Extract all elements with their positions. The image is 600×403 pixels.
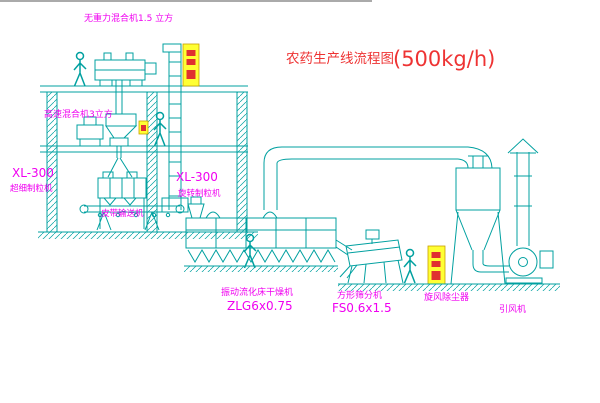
label-granulator-center-name: 旋转制粒机	[178, 188, 221, 199]
label-sieve-name: 方形筛分机	[337, 289, 382, 301]
exhaust-stack	[507, 138, 539, 246]
fluid-bed-dryer	[184, 196, 353, 272]
sieve-outlet	[339, 264, 358, 279]
dryer-dome	[205, 211, 221, 219]
label-dryer-name: 振动流化床干燥机	[221, 286, 293, 298]
mixer-motor	[144, 62, 157, 75]
y-split-pipe	[107, 157, 133, 178]
label-gravity-mixer: 无重力混合机1.5 立方	[84, 12, 173, 24]
building-frame	[38, 85, 258, 239]
label-high-speed-mixer: 高速混合机3立方	[44, 108, 113, 120]
mid-granulator-feed	[105, 113, 138, 178]
rotary-granulator	[97, 171, 147, 229]
sieve-motor	[365, 229, 380, 240]
induced-draft-fan	[505, 247, 554, 284]
right-ground	[338, 283, 560, 291]
worker-figure	[403, 248, 417, 284]
control-panel-right	[427, 245, 446, 285]
cyclone-separator	[450, 155, 509, 285]
dryer-dome	[262, 211, 278, 219]
square-sieve	[339, 229, 404, 284]
cyclone-legs	[450, 211, 506, 285]
control-panel-top	[182, 43, 200, 87]
fan-motor	[539, 250, 554, 269]
dryer-outlet-chute	[335, 239, 353, 256]
label-dryer-model: ZLG6x0.75	[227, 299, 293, 313]
label-granulator-left-model: XL-300	[12, 166, 54, 180]
gravity-mixer	[94, 52, 157, 114]
diagram-title: 农药生产线流程图	[286, 51, 394, 67]
column-hatched	[146, 91, 158, 233]
label-sieve-model: FS0.6x1.5	[332, 301, 392, 315]
label-granulator-center-model: XL-300	[176, 170, 218, 184]
ground-hatch	[38, 232, 258, 239]
bucket-elevator	[161, 43, 189, 213]
belt-conveyor	[79, 204, 185, 231]
control-panel-small	[138, 120, 149, 135]
dryer-inlet-hopper	[187, 203, 205, 219]
diagram-capacity: (500kg/h)	[393, 47, 495, 71]
vibration-springs	[187, 249, 336, 263]
label-belt-conveyor: 皮带输送机	[101, 208, 144, 219]
discharge-pipe	[115, 80, 123, 114]
label-cyclone: 旋风除尘器	[424, 291, 469, 303]
label-granulator-left-name: 超细制粒机	[10, 183, 53, 194]
high-speed-mixer	[76, 116, 104, 146]
ground-hatch	[184, 266, 338, 272]
mixer-motor	[83, 116, 97, 126]
worker-figure	[73, 51, 87, 87]
label-fan: 引风机	[499, 303, 526, 315]
exhaust-duct	[263, 146, 493, 210]
column-hatched	[236, 91, 248, 233]
